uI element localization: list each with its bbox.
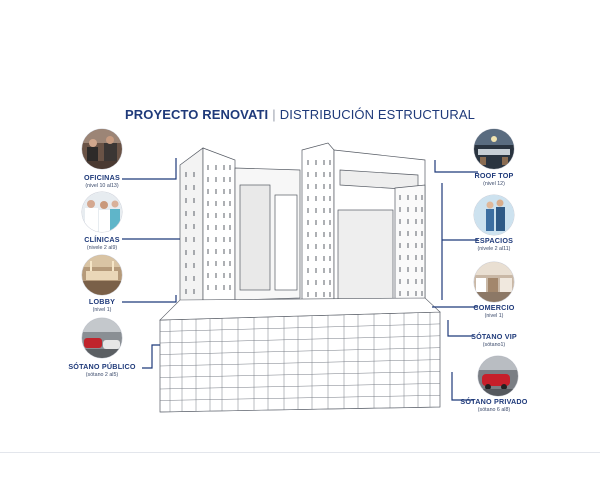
center-void — [274, 194, 298, 291]
espacios-name: ESPACIOS — [474, 236, 514, 245]
espacios-level: (nivele 2 al11) — [477, 246, 511, 252]
podium-floor-line — [159, 335, 441, 344]
right-glass-panel — [337, 209, 394, 309]
connector-sotano-vip — [447, 320, 474, 337]
podium-floor-line — [159, 347, 441, 355]
comercio-name: COMERCIO — [473, 303, 515, 312]
oficinas-level: (nivel 10 al13) — [85, 183, 119, 189]
sotano-vip-level: (sótano1) — [482, 342, 506, 348]
sotano-publico-name: SÓTANO PÚBLICO — [68, 362, 136, 371]
title-subtitle: DISTRIBUCIÓN ESTRUCTURAL — [279, 107, 475, 122]
sotano-privado-level: (sótano 6 al8) — [477, 407, 511, 413]
connector-espacios — [441, 183, 478, 300]
sotano-publico-photo — [82, 318, 122, 358]
page-title: PROYECTO RENOVATI|DISTRIBUCIÓN ESTRUCTUR… — [0, 107, 600, 122]
clinicas-name: CLÍNICAS — [84, 235, 120, 244]
lobby-name: LOBBY — [88, 297, 116, 306]
footer-divider — [0, 452, 600, 453]
connector-roof-top — [434, 160, 478, 173]
label-comercio: COMERCIO (nivel 1) — [454, 303, 534, 319]
roof-top-name: ROOF TOP — [474, 171, 514, 180]
connector-sotano-publico — [142, 344, 160, 369]
lobby-photo — [82, 255, 122, 295]
clinicas-photo — [82, 192, 122, 232]
label-lobby: LOBBY (nivel 1) — [62, 297, 142, 313]
podium-floor-line — [159, 395, 441, 401]
podium-grid — [159, 311, 441, 413]
clinicas-level: (nivele 2 al9) — [86, 245, 118, 251]
label-sotano-publico: SÓTANO PÚBLICO (sótano 2 al5) — [57, 362, 147, 378]
roof-top-photo — [474, 129, 514, 169]
connector-lobby — [122, 295, 177, 303]
podium-floor-line — [159, 406, 441, 413]
podium-floor-line — [159, 323, 441, 332]
comercio-level: (nivel 1) — [484, 313, 504, 319]
sotano-privado-name: SÓTANO PRIVADO — [460, 397, 528, 406]
comercio-photo — [474, 262, 514, 302]
connector-oficinas — [122, 158, 177, 180]
espacios-photo — [474, 195, 514, 235]
connector-sotano-privado — [451, 372, 474, 401]
lobby-level: (nivel 1) — [92, 307, 112, 313]
oficinas-photo — [82, 129, 122, 169]
roof-top-level: (nivel 12) — [483, 181, 505, 187]
label-sotano-privado: SÓTANO PRIVADO (sótano 6 al8) — [449, 397, 539, 413]
label-sotano-vip: SÓTANO VIP (sótano1) — [454, 332, 534, 348]
podium-floor-line — [159, 383, 441, 390]
sotano-vip-name: SÓTANO VIP — [471, 332, 517, 341]
left-glass-panel — [239, 184, 271, 291]
title-separator: | — [272, 107, 276, 122]
label-espacios: ESPACIOS (nivele 2 al11) — [454, 236, 534, 252]
oficinas-name: OFICINAS — [84, 173, 120, 182]
ground-slab — [159, 297, 441, 321]
podium-floor-line — [159, 359, 441, 367]
sotano-privado-photo — [478, 356, 518, 396]
sotano-publico-level: (sótano 2 al5) — [85, 372, 119, 378]
label-clinicas: CLÍNICAS (nivele 2 al9) — [62, 235, 142, 251]
podium-floor-line — [159, 371, 441, 378]
label-roof-top: ROOF TOP (nivel 12) — [454, 171, 534, 187]
label-oficinas: OFICINAS (nivel 10 al13) — [62, 173, 142, 189]
project-name: PROYECTO RENOVATI — [124, 107, 269, 122]
